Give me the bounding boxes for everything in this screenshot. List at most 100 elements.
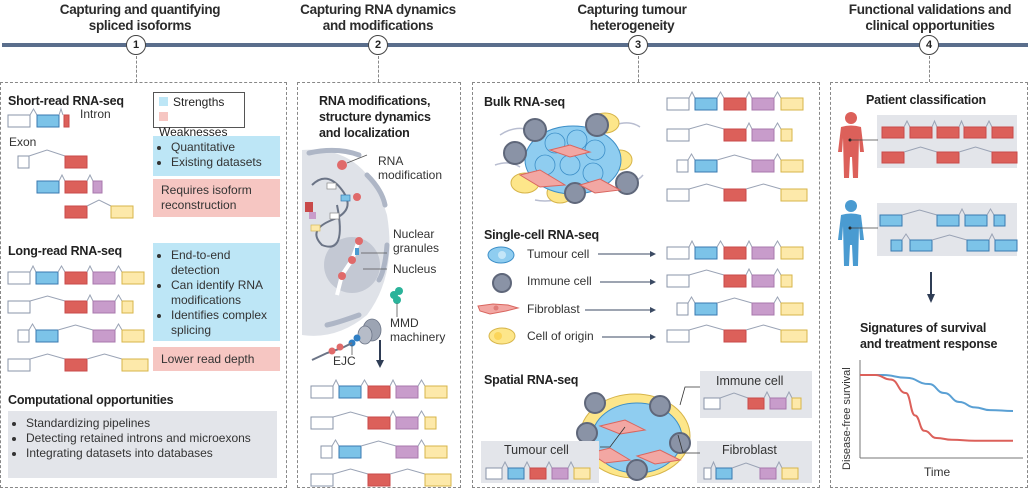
immune-cell <box>564 182 586 204</box>
immune-cell <box>523 118 547 142</box>
panel-rna-dynamics <box>297 82 461 488</box>
immune-cell <box>585 113 609 137</box>
red-patient-icon <box>838 112 878 178</box>
ejc-label: EJC <box>333 354 356 368</box>
immune-cell <box>615 171 639 195</box>
spatial-immune-label: Immune cell <box>716 374 784 388</box>
weaknesses-swatch <box>159 112 168 121</box>
red-patient-isoform-box <box>877 115 1017 168</box>
er-membrane-3 <box>376 242 390 283</box>
granule-dot <box>355 237 363 245</box>
spatial-heading: Spatial RNA-seq <box>484 373 579 387</box>
strength-item: Existing datasets <box>171 155 276 170</box>
panel-tumour-heterogeneity <box>472 82 820 488</box>
stage-4-title-line1: Functional validations and <box>848 2 1012 17</box>
chart-series-group <box>860 374 1014 442</box>
legend-weaknesses-label: Weaknesses <box>159 125 228 139</box>
signatures-line2: and treatment response <box>860 337 998 351</box>
fibroblast <box>548 144 592 158</box>
fibroblast-label: Fibroblast <box>527 302 580 316</box>
x-axis-label: Time <box>924 465 951 479</box>
y-axis-label: Disease-free survival <box>841 367 853 470</box>
tumour-cluster-spatial <box>576 392 691 481</box>
panel-spliced-isoforms <box>0 82 287 488</box>
immune-cell-icon <box>492 273 512 293</box>
blue-patient-icon <box>838 200 878 266</box>
mmd-blob <box>393 296 401 304</box>
tumour-cluster-bulk <box>494 112 644 204</box>
exon-purple <box>309 212 316 219</box>
exon-white <box>326 182 337 190</box>
stage-1-title-line2: spliced isoforms <box>88 18 192 33</box>
tumour-cell-label: Tumour cell <box>527 247 590 261</box>
rna-modification-dot <box>337 160 347 170</box>
panel2-heading-line3: and localization <box>319 126 410 140</box>
short-read-weakness: Requires isoform reconstruction <box>153 179 280 217</box>
cell-of-origin-icon <box>488 327 516 345</box>
survival-chart: Disease-free survival Time <box>841 360 1023 479</box>
panel2-heading: RNA modifications, structure dynamics an… <box>319 93 431 141</box>
granules-line1: Nuclear <box>393 227 435 241</box>
cell-illustration <box>302 147 403 361</box>
mmd-line1: MMD <box>390 316 419 330</box>
granule-dot <box>338 272 346 280</box>
connector-4 <box>929 56 930 82</box>
fibroblast <box>598 419 647 435</box>
computational-item: Integrating datasets into databases <box>26 446 273 461</box>
connector-2 <box>378 56 379 82</box>
blue-patient-isoform-box <box>877 203 1017 256</box>
spatial-immune-box <box>700 371 812 418</box>
granule-dot <box>348 256 356 264</box>
stage-3-title-line2: heterogeneity <box>589 18 675 33</box>
stage-4-number: 4 <box>919 35 939 55</box>
exon-blue <box>340 194 351 202</box>
fibroblast <box>635 449 682 465</box>
strength-item: End-to-end detection <box>171 248 276 278</box>
rna-strand <box>311 177 349 248</box>
mmd-line2: machinery <box>390 330 446 344</box>
rna-modification-dot <box>336 343 344 351</box>
patient-heading: Patient classification <box>866 93 986 107</box>
computational-box: Standardizing pipelinesDetecting retaine… <box>8 411 277 478</box>
fibroblast <box>588 447 632 464</box>
short-read-strengths: QuantitativeExisting datasets <box>153 136 280 176</box>
immune-cell-label: Immune cell <box>527 274 592 288</box>
immune-cell <box>584 392 606 414</box>
single-cell-heading: Single-cell RNA-seq <box>484 228 599 242</box>
rna-modification-dot <box>328 347 336 355</box>
fibroblast <box>578 178 622 194</box>
signatures-line1: Signatures of survival <box>860 321 987 335</box>
strength-item: Can identify RNA modifications <box>171 278 276 308</box>
cell-of-origin-label: Cell of origin <box>527 329 594 343</box>
tumour-cell-icon <box>487 246 515 264</box>
er-membrane-4 <box>324 312 362 328</box>
strength-item: Quantitative <box>171 140 276 155</box>
computational-item: Standardizing pipelines <box>26 416 273 431</box>
stage-3-title-line1: Capturing tumour <box>577 2 687 17</box>
connector-3 <box>638 56 639 82</box>
stage-4-title-line2: clinical opportunities <box>865 18 995 33</box>
immune-cell <box>576 422 598 444</box>
spatial-tumour-label: Tumour cell <box>504 443 569 457</box>
fibroblast-icon <box>477 303 520 315</box>
granules-line2: granules <box>393 241 440 255</box>
strengths-swatch <box>159 97 168 106</box>
strength-item: Identifies complex splicing <box>171 308 276 338</box>
exon-label: Exon <box>9 135 37 149</box>
spatial-fibroblast-label: Fibroblast <box>722 443 777 457</box>
rna-mod-leader <box>346 154 368 164</box>
immune-cell <box>649 395 671 417</box>
panel-clinical <box>830 82 1028 488</box>
stage-2-number: 2 <box>368 35 388 55</box>
long-read-heading: Long-read RNA-seq <box>8 244 122 258</box>
fibroblast <box>518 169 567 188</box>
exon-red <box>305 202 313 212</box>
spatial-leaders <box>600 386 700 454</box>
stage-2-title-line1: Capturing RNA dynamics <box>300 2 456 17</box>
signatures-heading: Signatures of survival and treatment resp… <box>860 320 998 352</box>
computational-item: Detecting retained introns and microexon… <box>26 431 273 446</box>
stage-1-number: 1 <box>126 35 146 55</box>
